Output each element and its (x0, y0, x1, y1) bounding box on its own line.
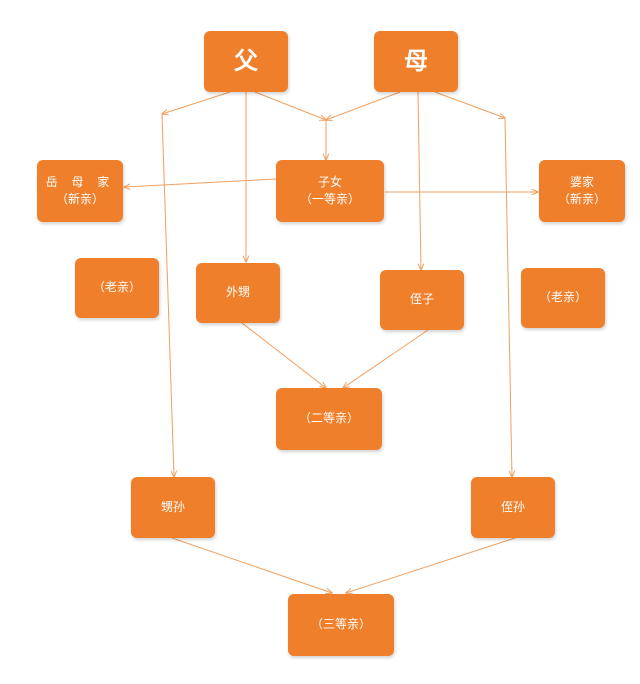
node-grandnephew-sister: 甥孙 (131, 477, 215, 538)
edge-right-branch-to-grandnephew-brother (504, 117, 512, 477)
node-old-kin-right: （老亲） (521, 268, 605, 328)
node-third-degree: （三等亲） (288, 594, 394, 656)
node-nephew-sister: 外甥 (196, 263, 280, 323)
node-second-degree-label: （二等亲） (298, 411, 359, 426)
edge-nephew-brother-to-second-degree (343, 329, 429, 388)
node-wife-family-line1: 岳 母 家 (45, 174, 115, 189)
node-grandnephew-brother: 侄孙 (471, 477, 555, 538)
node-second-degree: （二等亲） (276, 388, 382, 450)
edge-children-to-wife-family (124, 178, 277, 187)
node-grandnephew-brother-label: 侄孙 (500, 499, 525, 514)
node-father-label: 父 (234, 47, 258, 76)
edge-nephew-sister-to-second-degree (241, 322, 326, 388)
node-husband-family-line1: 婆家 (569, 174, 594, 189)
edge-grandnephew-sister-to-third-degree (171, 537, 332, 593)
node-children: 子女 （一等亲） (276, 160, 384, 222)
node-children-line2: （一等亲） (299, 192, 360, 206)
edge-grandnephew-brother-to-third-degree (346, 537, 516, 593)
node-wife-family-line2: （新亲） (55, 192, 104, 206)
node-father: 父 (204, 31, 288, 92)
node-nephew-brother: 侄子 (380, 270, 464, 330)
node-husband-family-line2: （新亲） (557, 192, 606, 206)
node-old-kin-left: （老亲） (75, 258, 159, 318)
edge-father-to-left-branch (162, 91, 231, 114)
edge-mother-to-nephew-brother (417, 91, 421, 270)
node-husband-family: 婆家 （新亲） (539, 160, 625, 222)
node-old-kin-left-label: （老亲） (92, 280, 141, 295)
node-old-kin-right-label: （老亲） (538, 290, 587, 305)
node-grandnephew-sister-label: 甥孙 (160, 499, 185, 514)
edge-father-to-children (254, 91, 326, 120)
node-nephew-sister-label: 外甥 (225, 285, 250, 300)
node-third-degree-label: （三等亲） (310, 617, 371, 632)
node-mother: 母 (374, 31, 458, 92)
edge-mother-to-right-branch (434, 91, 505, 118)
edge-mother-to-children (326, 91, 401, 120)
node-wife-family: 岳 母 家 （新亲） (37, 160, 123, 222)
node-nephew-brother-label: 侄子 (409, 292, 434, 307)
node-children-line1: 子女 (317, 174, 342, 189)
edge-left-branch-to-grandnephew-sister (161, 113, 174, 477)
node-mother-label: 母 (404, 47, 428, 76)
